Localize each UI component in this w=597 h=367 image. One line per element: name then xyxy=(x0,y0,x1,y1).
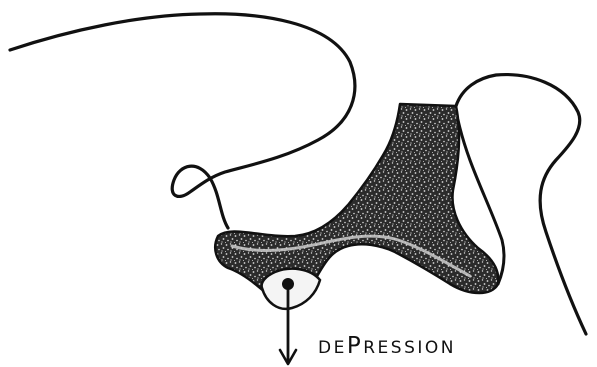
right-loop-contour xyxy=(456,75,586,334)
depression-label-cap: P xyxy=(347,333,363,359)
depression-label-suffix: RESSION xyxy=(363,338,456,358)
depression-label: DEPRESSION xyxy=(318,333,456,359)
upper-contour-line xyxy=(10,14,355,228)
depression-point xyxy=(282,278,294,290)
depression-label-prefix: DE xyxy=(318,338,347,358)
tissue-mass xyxy=(215,104,498,301)
